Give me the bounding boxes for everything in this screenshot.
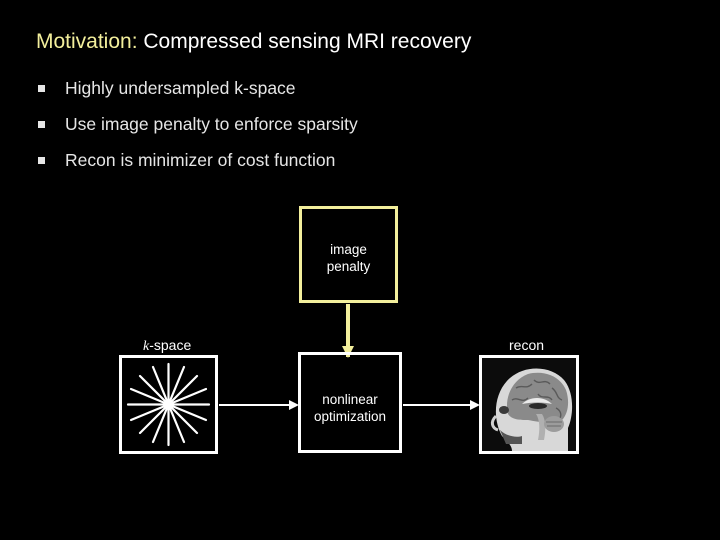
slide-title: Motivation: Compressed sensing MRI recov…: [36, 30, 471, 54]
radial-sampling-spokes-icon: [126, 362, 211, 447]
nonlinear-optimization-label: nonlinear optimization: [313, 392, 387, 424]
recon-caption: recon: [509, 337, 545, 353]
bullet-item: Recon is minimizer of cost function: [36, 148, 358, 184]
bullet-text: Use image penalty to enforce sparsity: [65, 114, 358, 134]
title-highlight: Motivation:: [36, 30, 138, 53]
square-bullet-icon: [38, 121, 45, 128]
bullet-text: Recon is minimizer of cost function: [65, 150, 336, 170]
kspace-caption-rest: -space: [149, 337, 192, 353]
kspace-caption-variable: k: [143, 339, 150, 354]
bullet-text: Highly undersampled k-space: [65, 78, 296, 98]
square-bullet-icon: [38, 157, 45, 164]
mri-brain-sagittal-image: [482, 358, 576, 451]
kspace-box: [119, 355, 218, 454]
bullet-list: Highly undersampled k-space Use image pe…: [36, 76, 358, 184]
kspace-caption: k-space: [143, 337, 191, 355]
recon-box: [479, 355, 579, 454]
square-bullet-icon: [38, 85, 45, 92]
bullet-item: Use image penalty to enforce sparsity: [36, 112, 358, 148]
image-penalty-box: image penalty: [299, 206, 398, 303]
title-rest: Compressed sensing MRI recovery: [137, 30, 472, 53]
nonlinear-optimization-box: nonlinear optimization: [298, 352, 402, 453]
bullet-item: Highly undersampled k-space: [36, 76, 358, 112]
image-penalty-label: image penalty: [326, 242, 371, 274]
